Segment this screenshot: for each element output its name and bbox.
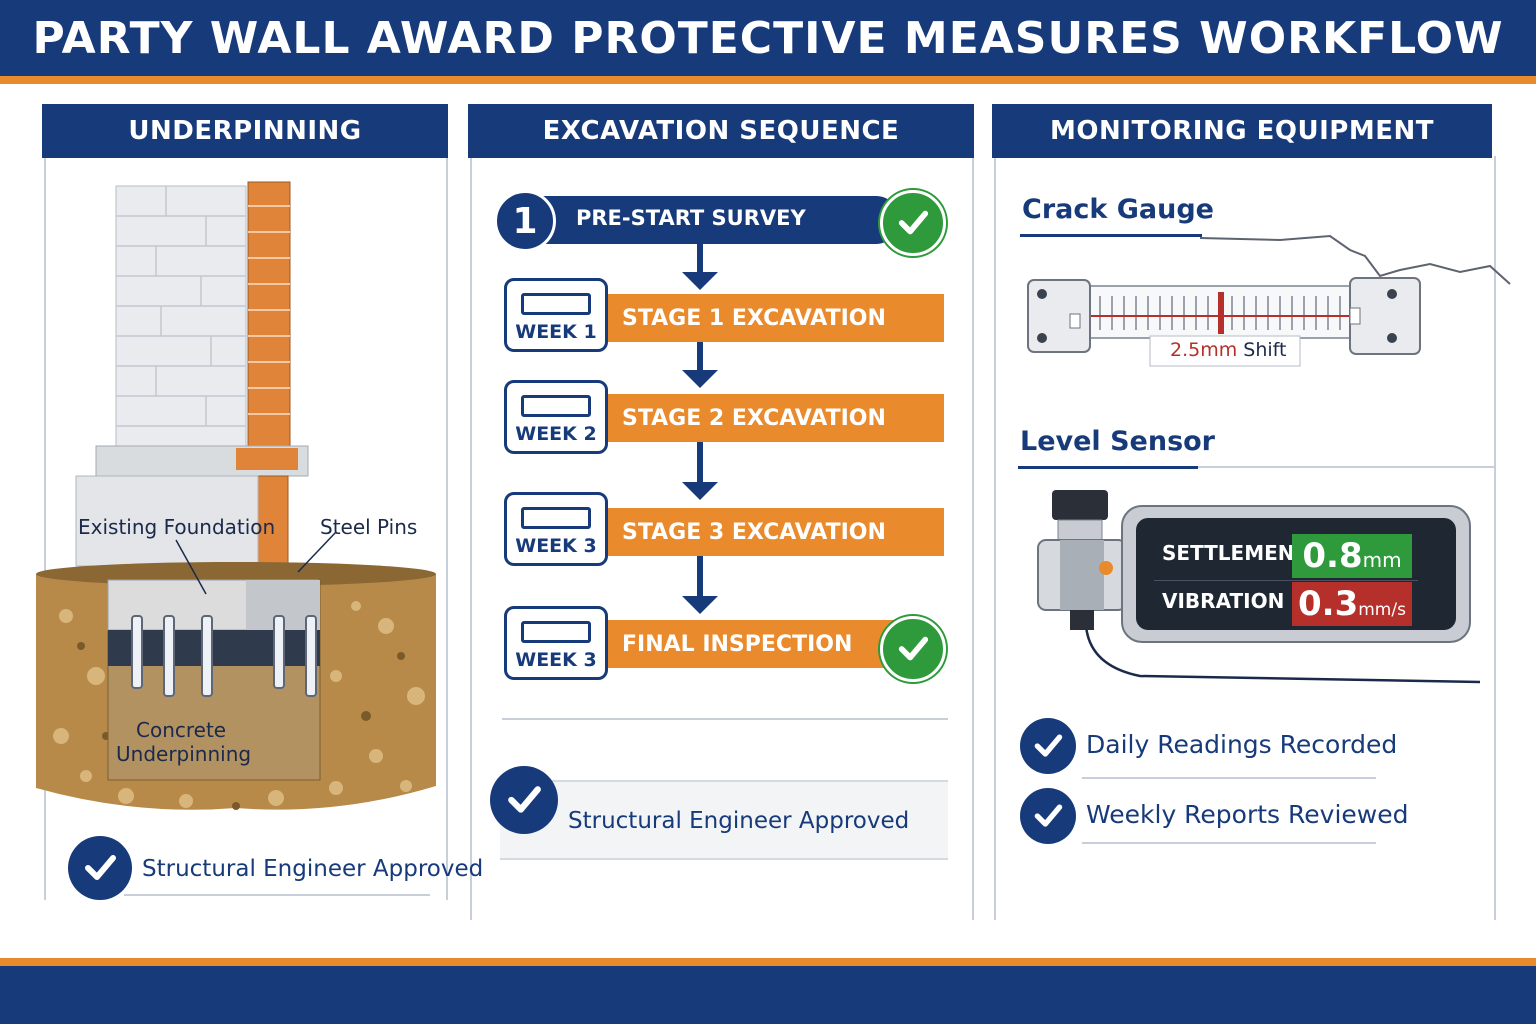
vibration-label: VIBRATION <box>1162 589 1285 613</box>
daily-readings-rule <box>1082 777 1376 779</box>
flow-arrow-head <box>682 370 718 388</box>
step-number-badge: 1 <box>494 190 556 252</box>
concrete-underpinning-label-line1: Concrete <box>136 718 227 742</box>
pre-start-survey-bar <box>520 196 900 244</box>
calendar-icon: WEEK 3 <box>504 606 608 680</box>
crack-gauge-suffix: Shift <box>1237 339 1287 361</box>
panel-border-right-left <box>994 156 996 920</box>
crack-gauge-reading: 2.5mm Shift <box>1170 339 1286 361</box>
concrete-underpinning-label-line2: Underpinning <box>116 742 252 766</box>
vibration-value-box: 0.3 mm/s <box>1292 582 1412 626</box>
page-title: PARTY WALL AWARD PROTECTIVE MEASURES WOR… <box>32 12 1504 64</box>
settlement-value-box: 0.8 mm <box>1292 534 1412 578</box>
flow-arrow-head <box>682 596 718 614</box>
stage-1-excavation-label: STAGE 1 EXCAVATION <box>622 305 886 331</box>
underpinning-approval-text: Structural Engineer Approved <box>142 856 484 882</box>
panel-border-right-right <box>1494 156 1496 920</box>
crack-gauge-title: Crack Gauge <box>1022 194 1214 225</box>
stage-1-excavation-bar: STAGE 1 EXCAVATION <box>606 294 944 342</box>
week-label: WEEK 3 <box>515 535 597 557</box>
settlement-label: SETTLEMENT <box>1162 541 1309 565</box>
steel-pins-label: Steel Pins <box>320 515 418 539</box>
flow-arrow-shaft <box>697 442 703 484</box>
monitoring-header: MONITORING EQUIPMENT <box>992 104 1492 158</box>
level-sensor-device <box>1037 490 1481 684</box>
panel-border-left <box>44 156 46 900</box>
excavation-approval-text: Structural Engineer Approved <box>568 808 910 834</box>
crack-gauge-value: 2.5mm <box>1170 339 1238 361</box>
crack-gauge-rule <box>1020 234 1202 237</box>
excavation-header: EXCAVATION SEQUENCE <box>468 104 974 158</box>
final-inspection-bar: FINAL INSPECTION <box>606 620 906 668</box>
stage-3-excavation-bar: STAGE 3 EXCAVATION <box>606 508 944 556</box>
vibration-value: 0.3 <box>1298 584 1359 624</box>
level-sensor-rule <box>1018 466 1198 469</box>
level-sensor-title: Level Sensor <box>1020 426 1215 457</box>
underpinning-approval-rule <box>124 894 430 896</box>
settlement-value: 0.8 <box>1302 536 1363 576</box>
vibration-unit: mm/s <box>1358 600 1406 620</box>
flow-arrow-head <box>682 272 718 290</box>
stage-3-excavation-label: STAGE 3 EXCAVATION <box>622 519 886 545</box>
weekly-reports-rule <box>1082 842 1376 844</box>
footer-accent-stripe <box>0 958 1536 966</box>
green-check-icon <box>880 190 946 256</box>
panel-border-middle-right <box>972 156 974 920</box>
final-inspection-label: FINAL INSPECTION <box>622 631 853 657</box>
check-icon <box>490 766 558 834</box>
weekly-reports-text: Weekly Reports Reviewed <box>1086 800 1409 829</box>
check-icon <box>68 836 132 900</box>
flow-arrow-head <box>682 482 718 500</box>
level-sensor-rule-extension <box>1198 466 1496 468</box>
underpinning-diagram <box>36 181 436 810</box>
flow-arrow-shaft <box>697 342 703 372</box>
stage-2-excavation-bar: STAGE 2 EXCAVATION <box>606 394 944 442</box>
check-icon <box>1020 788 1076 844</box>
excavation-divider <box>502 718 948 720</box>
calendar-icon: WEEK 2 <box>504 380 608 454</box>
panel-border-middle-left <box>470 156 472 920</box>
title-accent-stripe <box>0 76 1536 84</box>
check-icon <box>1020 718 1076 774</box>
daily-readings-text: Daily Readings Recorded <box>1086 730 1398 759</box>
flow-arrow-shaft <box>697 556 703 598</box>
calendar-icon: WEEK 3 <box>504 492 608 566</box>
crack-gauge-diagram <box>1027 234 1511 367</box>
settlement-unit: mm <box>1362 548 1402 572</box>
title-bar <box>0 0 1536 76</box>
panel-border-left-right <box>446 156 448 900</box>
existing-foundation-label: Existing Foundation <box>78 515 276 539</box>
week-label: WEEK 1 <box>515 321 597 343</box>
footer-bar <box>0 966 1536 1024</box>
pre-start-survey-label: PRE-START SURVEY <box>576 206 806 230</box>
excavation-approval-box <box>500 780 948 860</box>
week-label: WEEK 3 <box>515 649 597 671</box>
stage-2-excavation-label: STAGE 2 EXCAVATION <box>622 405 886 431</box>
green-check-icon <box>880 616 946 682</box>
underpinning-header: UNDERPINNING <box>42 104 448 158</box>
week-label: WEEK 2 <box>515 423 597 445</box>
flow-arrow-shaft <box>697 244 703 274</box>
calendar-icon: WEEK 1 <box>504 278 608 352</box>
